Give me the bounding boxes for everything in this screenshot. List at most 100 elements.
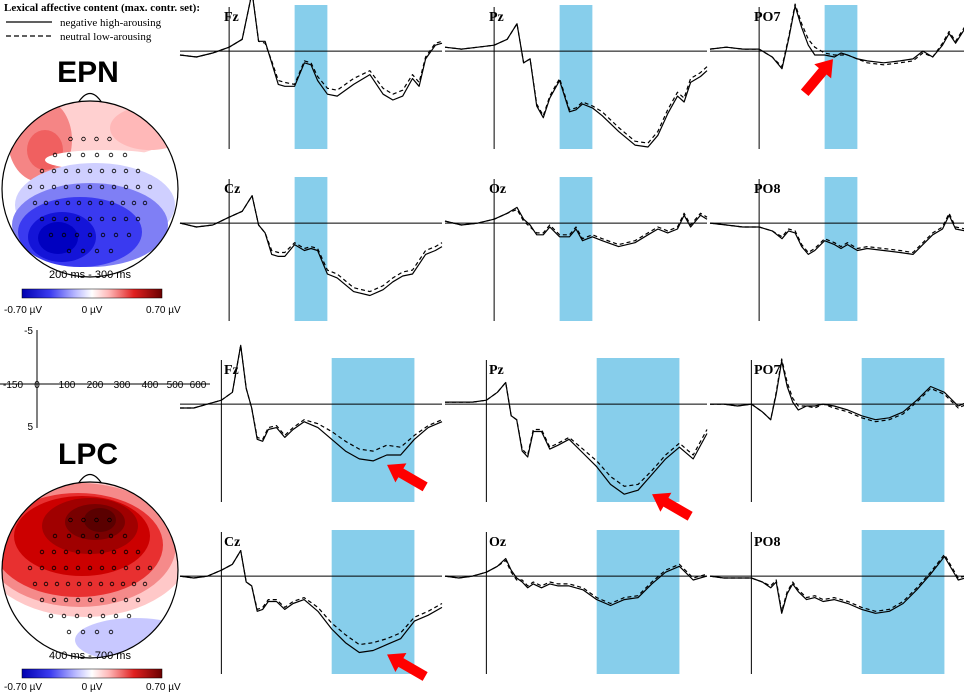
scale-y-tick: 5 xyxy=(27,422,33,433)
channel-label: Oz xyxy=(489,182,506,197)
channel-label: PO8 xyxy=(754,182,780,197)
trace-negative-high-arousing xyxy=(179,0,443,101)
electrode-marker xyxy=(54,200,60,206)
electrode-marker xyxy=(122,533,128,539)
electrode-marker xyxy=(87,565,93,571)
trace-neutral-low-arousing xyxy=(180,344,443,452)
electrode-marker xyxy=(68,517,73,523)
analysis-window xyxy=(596,358,680,502)
electrode-marker xyxy=(39,216,45,222)
erp-panel-epn-po8: PO8 xyxy=(709,177,964,321)
lpc-colorbar-min: -0.70 µV xyxy=(4,682,42,692)
electrode-marker xyxy=(63,565,69,571)
lpc-colorbar-max: 0.70 µV xyxy=(146,682,181,692)
lpc-colorbar xyxy=(21,668,163,679)
trace-neutral-low-arousing xyxy=(444,559,708,605)
electrode-marker xyxy=(126,232,132,238)
electrode-marker xyxy=(142,581,148,587)
channel-label: Pz xyxy=(489,363,504,378)
trace-neutral-low-arousing xyxy=(444,208,708,246)
trace-neutral-low-arousing xyxy=(444,23,708,144)
electrode-marker xyxy=(99,216,105,222)
trace-neutral-low-arousing xyxy=(709,553,964,612)
channel-label: Pz xyxy=(489,10,504,25)
analysis-window xyxy=(559,177,593,321)
epn-colorbar-max: 0.70 µV xyxy=(146,305,181,316)
electrode-marker xyxy=(87,549,93,555)
arrow-icon xyxy=(800,59,833,96)
electrode-marker xyxy=(39,184,45,190)
electrode-marker xyxy=(63,597,69,603)
electrode-marker xyxy=(109,200,115,206)
electrode-marker xyxy=(27,565,33,571)
electrode-marker xyxy=(123,216,129,222)
lpc-time-window: 400 ms - 700 ms xyxy=(49,650,131,662)
electrode-marker xyxy=(111,168,117,174)
electrode-marker xyxy=(135,549,141,555)
erp-panel-epn-oz: Oz xyxy=(444,177,708,321)
electrode-marker xyxy=(98,200,104,206)
electrode-marker xyxy=(81,517,86,523)
trace-neutral-low-arousing xyxy=(709,3,964,68)
electrode-marker xyxy=(32,200,38,206)
channel-label: PO7 xyxy=(754,363,780,378)
scale-x-tick: 200 xyxy=(87,380,104,391)
erp-panel-epn-fz: Fz xyxy=(179,0,443,149)
channel-label: Cz xyxy=(224,535,240,550)
erp-panel-epn-po7: PO7 xyxy=(709,3,964,149)
channel-label: Oz xyxy=(489,535,506,550)
electrode-marker xyxy=(142,200,148,206)
scale-y-tick: -5 xyxy=(24,326,33,337)
electrode-marker xyxy=(99,597,105,603)
electrode-marker xyxy=(131,200,137,206)
electrode-marker xyxy=(81,136,86,142)
electrode-marker xyxy=(39,168,45,174)
scale-x-tick: 500 xyxy=(167,380,184,391)
legend-title: Lexical affective content (max. contr. s… xyxy=(4,2,200,14)
electrode-marker xyxy=(43,200,49,206)
electrode-marker xyxy=(94,152,100,158)
electrode-marker xyxy=(87,597,93,603)
electrode-marker xyxy=(87,200,93,206)
electrode-marker xyxy=(51,216,57,222)
epn-colorbar-min: -0.70 µV xyxy=(4,305,42,316)
epn-colorbar xyxy=(21,288,163,299)
electrode-marker xyxy=(61,232,67,238)
electrode-marker xyxy=(135,216,141,222)
legend: Lexical affective content (max. contr. s… xyxy=(4,2,200,43)
electrode-marker xyxy=(107,517,112,523)
electrode-marker xyxy=(76,200,82,206)
trace-neutral-low-arousing xyxy=(179,195,443,293)
channel-label: Cz xyxy=(224,182,240,197)
electrode-marker xyxy=(131,581,137,587)
analysis-window xyxy=(861,530,945,674)
electrode-marker xyxy=(123,184,129,190)
electrode-marker xyxy=(113,232,119,238)
electrode-marker xyxy=(107,136,112,142)
electrode-marker xyxy=(87,184,93,190)
electrode-marker xyxy=(39,597,45,603)
electrode-marker xyxy=(123,565,129,571)
electrode-marker xyxy=(80,533,86,539)
trace-neutral-low-arousing xyxy=(445,381,708,487)
trace-negative-high-arousing xyxy=(709,555,964,614)
electrode-marker xyxy=(111,565,117,571)
analysis-window xyxy=(861,358,945,502)
erp-panel-epn-cz: Cz xyxy=(179,177,443,321)
electrode-marker xyxy=(109,581,115,587)
scale-x-tick: 400 xyxy=(142,380,159,391)
legend-solid-label: negative high-arousing xyxy=(60,17,162,29)
electrode-marker xyxy=(39,549,45,555)
electrode-marker xyxy=(123,549,129,555)
electrode-marker xyxy=(66,152,72,158)
scale-axis: -150 0 100 200 300 400 500 600 -5 5 xyxy=(0,326,210,433)
electrode-marker xyxy=(75,549,81,555)
electrode-marker xyxy=(43,581,49,587)
trace-negative-high-arousing xyxy=(444,557,708,607)
electrode-marker xyxy=(99,565,105,571)
electrode-marker xyxy=(27,184,33,190)
arrow-icon xyxy=(387,463,428,492)
electrode-marker xyxy=(80,152,86,158)
electrode-marker xyxy=(94,533,100,539)
